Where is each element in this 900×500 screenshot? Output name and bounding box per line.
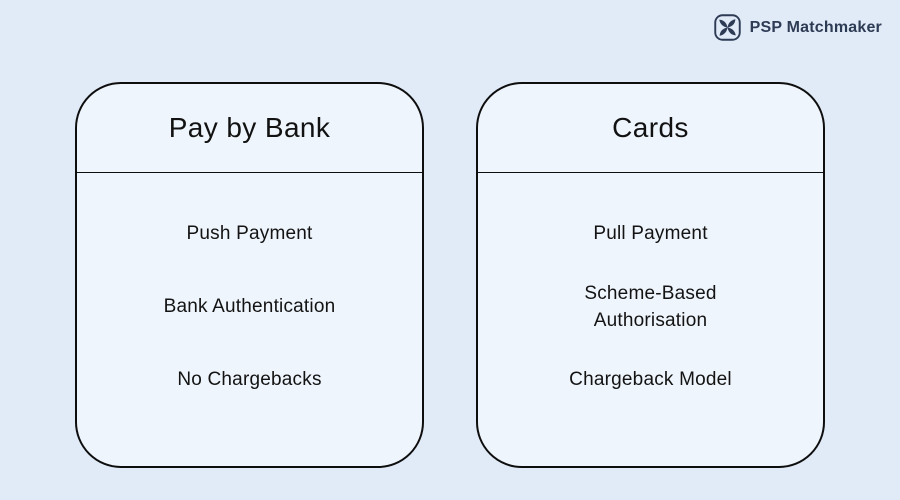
card-header: Cards — [478, 84, 823, 173]
card-header: Pay by Bank — [77, 84, 422, 173]
pinwheel-icon — [713, 14, 741, 41]
card-pay-by-bank: Pay by Bank Push Payment Bank Authentica… — [75, 82, 424, 468]
card-cards: Cards Pull Payment Scheme-Based Authoris… — [476, 82, 825, 468]
brand-name: PSP Matchmaker — [749, 18, 882, 36]
card-body: Push Payment Bank Authentication No Char… — [77, 173, 422, 416]
card-item: Chargeback Model — [569, 369, 732, 390]
brand-logo: PSP Matchmaker — [713, 14, 882, 41]
card-body: Pull Payment Scheme-Based Authorisation … — [478, 173, 823, 416]
card-item: Bank Authentication — [163, 296, 336, 317]
card-item: Scheme-Based Authorisation — [584, 282, 717, 331]
card-title: Cards — [612, 112, 689, 143]
card-title: Pay by Bank — [168, 112, 331, 143]
card-item: No Chargebacks — [177, 369, 322, 390]
card-item: Push Payment — [186, 223, 313, 244]
card-item: Pull Payment — [593, 223, 708, 244]
